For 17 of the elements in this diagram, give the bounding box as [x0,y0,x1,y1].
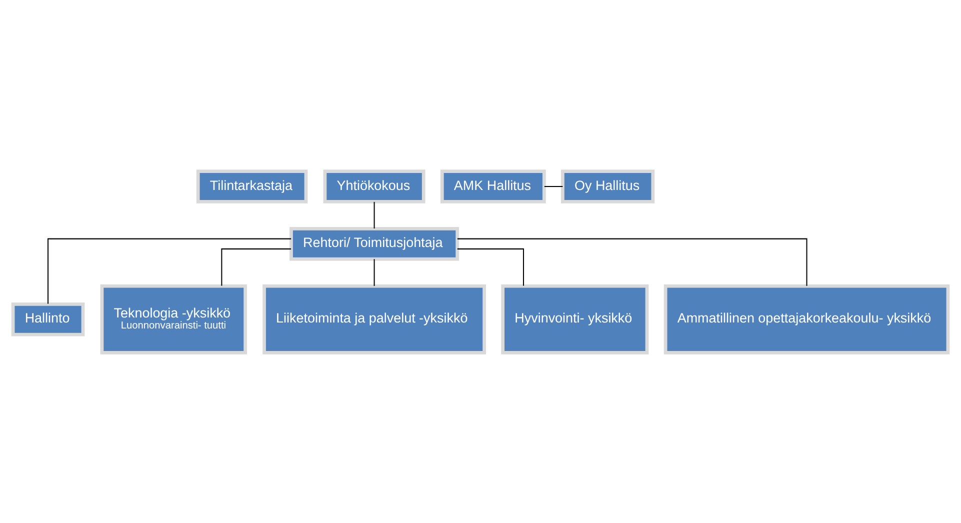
connector [374,258,375,286]
node-box: Oy Hallitus [561,169,655,203]
node-box: Rehtori/ Toimitusjohtaja [290,226,459,260]
node-box: Hallinto [11,302,85,336]
connector [457,238,808,286]
node-box: Ammatillinen opettajakorkeakoulu- yksikkö [664,284,950,354]
node-box: Hyvinvointi- yksikkö [501,284,649,354]
node-box: AMK Hallitus [440,169,546,203]
node-box: Liiketoiminta ja palvelut -yksikkö [262,284,486,354]
node-box: Tilintarkastaja [196,169,308,203]
connector [457,248,524,286]
node-box: Teknologia -yksikkö Luonnonvarainsti- tuutti [100,284,247,354]
connector [221,248,292,286]
connector [374,201,375,228]
connector [544,186,563,187]
node-box: Yhtiökokous [323,169,426,203]
connector [48,238,292,304]
